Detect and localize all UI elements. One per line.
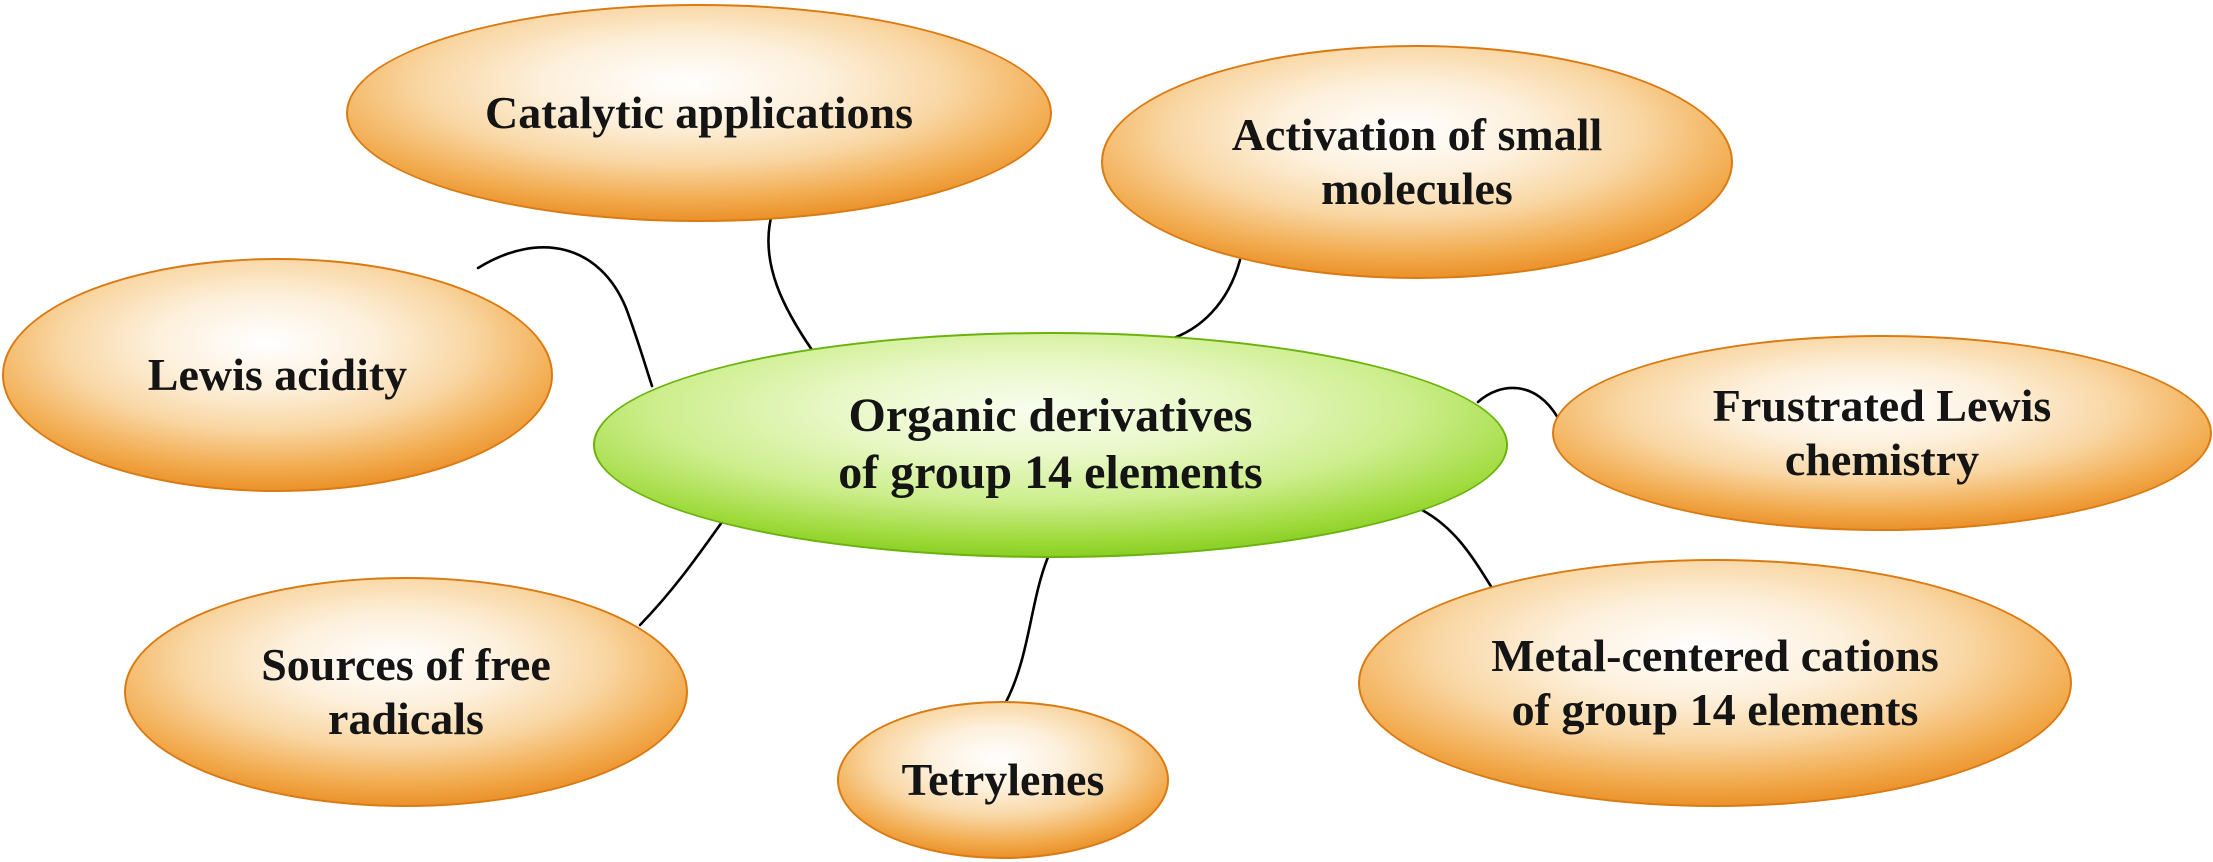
node-label: Activation of small molecules [1206,108,1629,217]
node-metal-centered-cations: Metal-centered cations of group 14 eleme… [1358,559,2072,807]
connector-frustrated-lewis-chemistry [1476,386,1560,420]
label-line: Lewis acidity [147,348,408,400]
connector-activation-small-molecules [1166,258,1242,342]
label-line: molecules [1321,163,1513,214]
node-label: Sources of free radicals [235,638,577,747]
connector-catalytic-applications [767,208,814,352]
connector-tetrylenes [1004,555,1050,704]
node-tetrylenes: Tetrylenes [837,701,1169,859]
node-activation-small-molecules: Activation of small molecules [1101,45,1733,279]
label-line: Organic derivatives [848,389,1253,443]
label-line: Metal-centered cations [1491,629,1939,681]
label-line: Tetrylenes [901,753,1105,805]
connector-sources-free-radicals [638,520,724,627]
connector-metal-centered-cations [1420,508,1494,590]
node-central-topic-label: Organic derivatives of group 14 elements [812,388,1288,501]
label-line: Activation of small [1231,108,1603,160]
label-line: of group 14 elements [838,446,1263,499]
node-frustrated-lewis-chemistry: Frustrated Lewis chemistry [1552,335,2212,531]
node-catalytic-applications: Catalytic applications [346,4,1052,222]
label-line: Sources of free [261,638,551,690]
label-line: chemistry [1784,434,1980,485]
node-label: Tetrylenes [876,753,1131,807]
node-label: Lewis acidity [122,348,433,402]
node-label: Frustrated Lewis chemistry [1687,379,2078,488]
node-label: Catalytic applications [459,86,939,140]
label-line: Catalytic applications [484,86,914,138]
node-label: Metal-centered cations of group 14 eleme… [1465,629,1965,738]
node-lewis-acidity: Lewis acidity [2,258,553,492]
label-line: radicals [328,693,484,744]
label-line: of group 14 elements [1511,684,1919,735]
label-line: Frustrated Lewis [1712,379,2052,431]
node-central-topic: Organic derivatives of group 14 elements [593,332,1508,558]
node-sources-free-radicals: Sources of free radicals [124,577,688,807]
connector-lewis-acidity [476,246,654,388]
